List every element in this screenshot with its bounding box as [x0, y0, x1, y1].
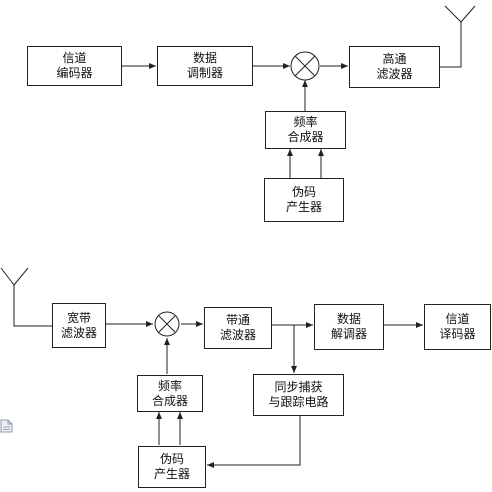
tx-pn-generator-line2: 产生器	[285, 200, 322, 214]
data-modulator-line2: 调制器	[186, 66, 223, 80]
sync-capture-line2: 与跟踪电路	[268, 395, 329, 409]
data-demodulator-line1: 数据	[336, 312, 361, 326]
channel-encoder-block: 信道 编码器	[27, 46, 122, 86]
bandpass-filter-line1: 带通	[225, 313, 250, 327]
tx-freq-synth-line2: 合成器	[287, 130, 324, 144]
channel-decoder-block: 信道 译码器	[424, 304, 491, 350]
bandpass-filter-line2: 滤波器	[219, 328, 256, 342]
mixer-icon	[290, 51, 320, 81]
data-demodulator-line2: 解调器	[330, 327, 367, 341]
channel-decoder-line2: 译码器	[439, 327, 476, 341]
sync-capture-line1: 同步捕获	[274, 380, 323, 394]
rx-freq-synth-line1: 频率	[157, 378, 182, 393]
mixer-icon	[154, 311, 180, 337]
file-icon	[0, 419, 13, 433]
rx-freq-synth-line2: 合成器	[151, 393, 188, 408]
tx-freq-synth-block: 频率 合成器	[265, 111, 346, 149]
sync-capture-block: 同步捕获 与跟踪电路	[253, 374, 344, 416]
bandpass-filter-block: 带通 滤波器	[204, 307, 272, 349]
wideband-filter-line1: 宽带	[66, 310, 91, 325]
antenna-icon	[0, 267, 52, 327]
highpass-filter-block: 高通 滤波器	[349, 46, 440, 88]
data-modulator-block: 数据 调制器	[157, 46, 253, 86]
rx-pn-generator-block: 伪码 产生器	[138, 446, 206, 488]
tx-pn-generator-line1: 伪码	[291, 185, 316, 199]
antenna-icon	[440, 5, 476, 68]
tx-freq-synth-line1: 频率	[293, 115, 318, 129]
data-demodulator-block: 数据 解调器	[314, 304, 384, 350]
rx-pn-generator-line2: 产生器	[153, 467, 190, 481]
line-sync-pn	[207, 416, 301, 468]
highpass-filter-line2: 滤波器	[376, 67, 413, 81]
channel-decoder-line1: 信道	[445, 312, 470, 326]
tx-pn-generator-block: 伪码 产生器	[264, 178, 344, 222]
wideband-filter-block: 宽带 滤波器	[52, 303, 106, 348]
rx-freq-synth-block: 频率 合成器	[137, 375, 203, 412]
highpass-filter-line1: 高通	[382, 52, 407, 66]
data-modulator-line1: 数据	[192, 51, 217, 65]
wideband-filter-line2: 滤波器	[60, 325, 97, 340]
channel-encoder-line2: 编码器	[56, 66, 93, 80]
rx-pn-generator-line1: 伪码	[159, 452, 184, 466]
channel-encoder-line1: 信道	[62, 51, 87, 65]
